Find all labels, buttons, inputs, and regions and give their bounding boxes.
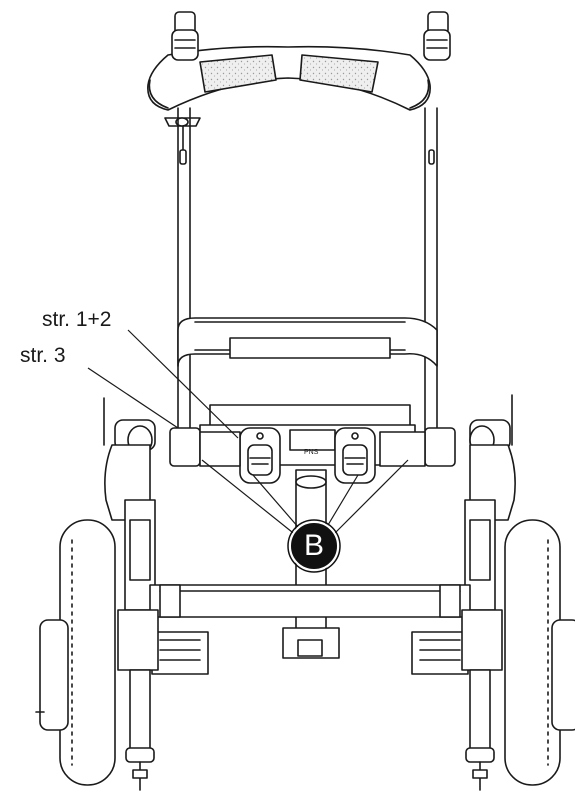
left-backrest-upright <box>177 107 191 461</box>
left-rear-wheel <box>35 519 116 786</box>
leader-b-1 <box>201 459 303 541</box>
brake-cable-clip <box>164 117 201 165</box>
leader-b-4 <box>327 459 409 541</box>
right-footrest-brake <box>411 609 503 675</box>
left-locking-clamp <box>239 427 281 484</box>
right-locking-clamp <box>334 427 376 484</box>
leader-str-1-2 <box>127 329 239 439</box>
right-backrest-upright <box>424 107 438 461</box>
callout-badge-circle <box>289 521 339 571</box>
left-handle-grip <box>171 11 199 61</box>
left-side-frame <box>104 444 156 611</box>
right-handle-grip <box>423 11 451 61</box>
left-caster <box>125 669 155 791</box>
leader-b-2 <box>252 474 306 536</box>
push-handle-bar <box>147 45 431 111</box>
callout-label-str-3: str. 3 <box>20 344 66 367</box>
backrest-crossbar <box>177 317 438 367</box>
rear-axle-tube <box>149 584 471 618</box>
callout-badge-label: B <box>303 529 324 562</box>
svg-text:PNS: PNS <box>304 449 319 456</box>
leader-str-3 <box>87 367 179 429</box>
callout-label-str-1-2: str. 1+2 <box>42 308 112 331</box>
right-rear-wheel <box>504 519 575 786</box>
left-footrest-brake <box>117 609 209 675</box>
right-caster <box>465 669 495 791</box>
leader-b-3 <box>321 474 359 536</box>
